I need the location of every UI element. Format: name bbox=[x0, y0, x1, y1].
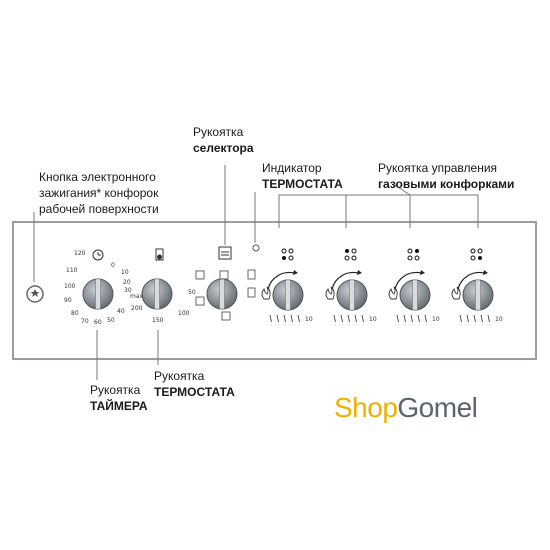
burner-icon-1 bbox=[281, 248, 294, 261]
thermostat-indicator-light bbox=[252, 244, 260, 252]
thermostat-knob[interactable] bbox=[141, 278, 173, 310]
flame-level-tick bbox=[333, 314, 336, 323]
flame-icon bbox=[325, 286, 335, 300]
flame-level-label: 10 bbox=[305, 316, 313, 323]
svg-text:0: 0 bbox=[111, 262, 115, 269]
gas-knob-1[interactable] bbox=[272, 279, 304, 311]
mode-icon bbox=[221, 311, 231, 321]
gas-bracket bbox=[278, 194, 479, 228]
selector-label: Рукоятка селектора bbox=[193, 125, 254, 155]
svg-text:100: 100 bbox=[64, 283, 76, 290]
svg-text:100: 100 bbox=[178, 310, 190, 317]
svg-text:50: 50 bbox=[107, 317, 115, 324]
flame-level-tick bbox=[283, 314, 286, 323]
svg-text:80: 80 bbox=[71, 310, 79, 317]
mode-icon bbox=[195, 270, 205, 280]
thermostat-scale: 50 100 150 200 bbox=[131, 289, 196, 324]
thermometer-icon bbox=[155, 248, 164, 261]
flame-level-tick bbox=[347, 314, 350, 323]
flame-level-tick bbox=[276, 314, 279, 323]
flame-level-label: 10 bbox=[495, 316, 503, 323]
leader-lines bbox=[33, 165, 479, 380]
svg-text:50: 50 bbox=[188, 289, 196, 296]
brand-part-gomel: Gomel bbox=[397, 392, 478, 423]
burner-icon-4 bbox=[470, 248, 483, 261]
flame-level-tick bbox=[473, 314, 476, 323]
flame-level-tick bbox=[480, 314, 483, 323]
svg-text:30: 30 bbox=[124, 287, 132, 294]
selector-mode-icons bbox=[195, 269, 256, 321]
flame-icon bbox=[261, 286, 271, 300]
svg-text:60: 60 bbox=[94, 319, 102, 326]
arc-arrow bbox=[293, 270, 298, 275]
gas-knob-4[interactable] bbox=[462, 279, 494, 311]
ignition-label: Кнопка электронного зажигания* конфорок … bbox=[39, 170, 159, 216]
flame-icon bbox=[451, 286, 461, 300]
thermostat-label: Рукоятка ТЕРМОСТАТА bbox=[154, 369, 235, 399]
flame-arc bbox=[394, 271, 422, 290]
flame-level-tick bbox=[403, 314, 406, 323]
flame-level-tick bbox=[466, 314, 469, 323]
flame-level-tick bbox=[417, 314, 420, 323]
svg-text:120: 120 bbox=[74, 250, 86, 257]
flame-level-label: 10 bbox=[432, 316, 440, 323]
svg-text:200: 200 bbox=[131, 305, 143, 312]
flame-level-tick bbox=[354, 314, 357, 323]
timer-scale: 120 0 110 100 90 80 70 60 50 40 30 20 10… bbox=[64, 250, 144, 326]
timer-label: Рукоятка ТАЙМЕРА bbox=[90, 383, 148, 413]
flame-level-tick bbox=[290, 314, 293, 323]
arc-arrow bbox=[420, 270, 425, 275]
selector-knob[interactable] bbox=[206, 278, 238, 310]
flame-level-label: 10 bbox=[369, 316, 377, 323]
burner-indicators bbox=[281, 248, 483, 261]
flame-level-tick bbox=[297, 314, 300, 323]
flame-level-tick bbox=[340, 314, 343, 323]
ignition-button bbox=[26, 285, 44, 303]
arc-arrow bbox=[483, 270, 488, 275]
flame-arc bbox=[331, 271, 359, 290]
indicator-label: Индикатор ТЕРМОСТАТА bbox=[262, 161, 343, 191]
svg-text:70: 70 bbox=[81, 318, 89, 325]
svg-text:90: 90 bbox=[64, 297, 72, 304]
svg-text:150: 150 bbox=[152, 317, 164, 324]
flame-level-tick bbox=[424, 314, 427, 323]
mode-icon bbox=[219, 270, 229, 280]
flame-arc bbox=[457, 271, 485, 290]
gas-knobs-label: Рукоятка управления газовыми конфорками bbox=[378, 161, 515, 191]
mode-icon bbox=[247, 269, 256, 280]
clock-icon bbox=[92, 249, 104, 261]
gas-knob-3[interactable] bbox=[399, 279, 431, 311]
svg-text:10: 10 bbox=[121, 269, 129, 276]
flame-level-tick bbox=[487, 314, 490, 323]
svg-text:max: max bbox=[130, 293, 144, 300]
svg-text:40: 40 bbox=[117, 308, 125, 315]
flame-level-tick bbox=[396, 314, 399, 323]
burner-icon-3 bbox=[407, 248, 420, 261]
flame-level-tick bbox=[361, 314, 364, 323]
svg-text:20: 20 bbox=[123, 279, 131, 286]
brand-logo: ShopGomel bbox=[334, 392, 478, 424]
oven-icon bbox=[218, 246, 232, 260]
spark-icon bbox=[30, 289, 40, 297]
gas-knob-2[interactable] bbox=[336, 279, 368, 311]
svg-text:110: 110 bbox=[66, 267, 78, 274]
mode-icon bbox=[247, 287, 256, 298]
flame-level-tick bbox=[410, 314, 413, 323]
burner-icon-2 bbox=[344, 248, 357, 261]
brand-part-shop: Shop bbox=[334, 392, 398, 423]
arc-arrow bbox=[357, 270, 362, 275]
flame-arc bbox=[267, 271, 295, 290]
flame-level-tick bbox=[459, 314, 462, 323]
timer-knob[interactable] bbox=[82, 278, 114, 310]
mode-icon bbox=[195, 296, 205, 306]
flame-level-tick bbox=[269, 314, 272, 323]
flame-icon bbox=[388, 286, 398, 300]
gas-leader bbox=[394, 184, 411, 196]
